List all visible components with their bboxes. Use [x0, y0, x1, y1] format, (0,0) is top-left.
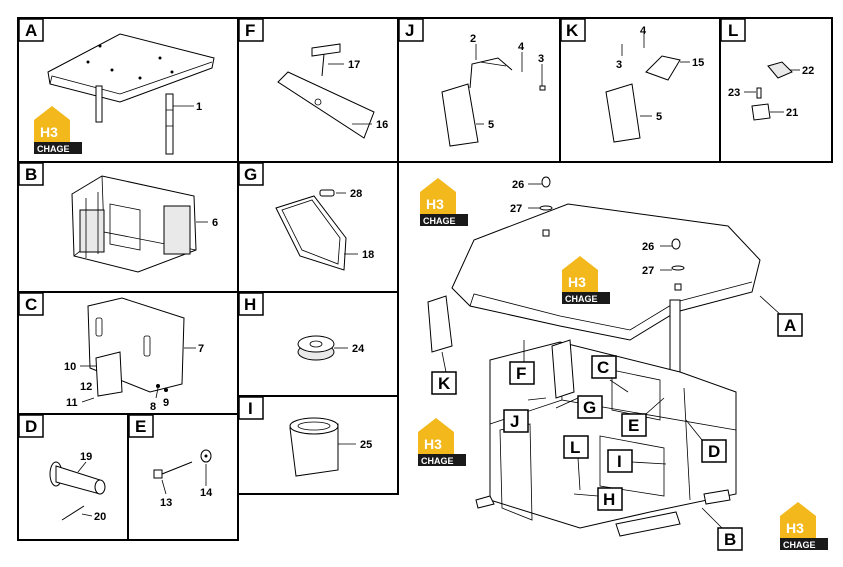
panel-l-switch: 22 23 21: [728, 61, 814, 121]
panel-frames: [17, 17, 833, 541]
callout-k: K: [438, 374, 451, 393]
label-17: 17: [348, 59, 360, 71]
svg-text:H3: H3: [568, 274, 586, 290]
label-1: 1: [196, 101, 202, 113]
panel-l-frame: [719, 17, 833, 163]
panel-e-bolt-washer: 13 14: [153, 449, 213, 509]
label-13: 13: [160, 497, 172, 509]
main-label-27-top: 27: [510, 203, 522, 215]
callout-l: L: [570, 438, 580, 457]
svg-text:CHAGE: CHAGE: [423, 216, 456, 226]
svg-text:H3: H3: [424, 436, 442, 452]
panel-i-cup: 25: [289, 417, 372, 477]
label-18: 18: [362, 249, 374, 261]
label-9: 9: [163, 397, 169, 409]
watermark-logo-3: H3 CHAGE: [562, 256, 610, 304]
callout-a: A: [784, 316, 796, 335]
label-22: 22: [802, 65, 814, 77]
panel-e-letter: E: [135, 417, 146, 436]
label-3-k: 3: [616, 59, 622, 71]
watermark-logo-4: H3 CHAGE: [418, 418, 466, 466]
panel-d-pin: 19 20: [49, 451, 106, 523]
watermark-logo-1: H3 CHAGE: [34, 106, 82, 154]
label-28: 28: [350, 188, 362, 200]
panel-tabs: A F J K L B G C H I D E: [18, 18, 746, 438]
label-7: 7: [198, 343, 204, 355]
callout-d: D: [708, 442, 720, 461]
svg-text:H3: H3: [426, 196, 444, 212]
svg-text:CHAGE: CHAGE: [421, 456, 454, 466]
label-6: 6: [212, 217, 218, 229]
panel-e-frame: [127, 413, 239, 541]
panel-f-mirror: 17 16: [277, 43, 388, 139]
watermark-logo-5: H3 CHAGE: [780, 502, 828, 550]
panel-g-letter: G: [244, 165, 257, 184]
panel-c-letter: C: [25, 295, 37, 314]
label-25: 25: [360, 439, 372, 451]
callout-f: F: [516, 364, 526, 383]
label-12: 12: [80, 381, 92, 393]
label-23: 23: [728, 87, 740, 99]
label-3: 3: [538, 53, 544, 65]
panel-h-letter: H: [244, 295, 256, 314]
svg-text:CHAGE: CHAGE: [37, 144, 70, 154]
label-19: 19: [80, 451, 92, 463]
callout-h: H: [603, 490, 615, 509]
label-5-k: 5: [656, 111, 662, 123]
panel-f-letter: F: [245, 21, 255, 40]
label-5: 5: [488, 119, 494, 131]
eye-bolt-26-a: [541, 176, 551, 188]
callout-b: B: [724, 530, 736, 549]
watermark-logo-2: H3 CHAGE: [420, 178, 468, 226]
panel-j-letter: J: [405, 21, 414, 40]
main-assembly: 26 27 26 27: [427, 176, 761, 537]
main-callouts: A B C D E F G I J K L H: [431, 295, 803, 551]
label-4-k: 4: [640, 25, 647, 37]
callout-g: G: [583, 398, 596, 417]
svg-text:H3: H3: [40, 124, 58, 140]
svg-text:CHAGE: CHAGE: [783, 540, 816, 550]
panel-a-letter: A: [25, 21, 37, 40]
label-14: 14: [200, 487, 213, 499]
label-21: 21: [786, 107, 798, 119]
panel-h-grommet: 24: [297, 335, 365, 361]
panel-b-cab-frame: 6: [71, 175, 218, 273]
panel-g-glass: 28 18: [275, 188, 374, 271]
panel-k-mirror-bracket: 4 3 15 5: [605, 25, 704, 143]
callout-j: J: [510, 412, 519, 431]
callout-c: C: [597, 358, 609, 377]
svg-text:CHAGE: CHAGE: [565, 294, 598, 304]
label-15: 15: [692, 57, 704, 69]
svg-text:H3: H3: [786, 520, 804, 536]
panel-k-letter: K: [566, 21, 579, 40]
callout-e: E: [628, 416, 639, 435]
label-24: 24: [352, 343, 365, 355]
label-11: 11: [66, 397, 78, 409]
panel-d-letter: D: [25, 417, 37, 436]
label-2: 2: [470, 33, 476, 45]
label-10: 10: [64, 361, 76, 373]
label-4: 4: [518, 41, 525, 53]
panel-c-side-panel: 7 10 12 11 8 9: [64, 297, 204, 413]
label-16: 16: [376, 119, 388, 131]
label-20: 20: [94, 511, 106, 523]
panel-a-canopy: 1: [47, 33, 215, 155]
main-label-27-right: 27: [642, 265, 654, 277]
main-label-26-top: 26: [512, 179, 524, 191]
callout-i: I: [617, 452, 622, 471]
label-8: 8: [150, 401, 156, 413]
panel-b-letter: B: [25, 165, 37, 184]
main-label-26-right: 26: [642, 241, 654, 253]
panel-j-mirror-arm: 2 4 3 5: [441, 33, 546, 147]
panel-i-letter: I: [248, 399, 253, 418]
panel-l-letter: L: [728, 21, 738, 40]
